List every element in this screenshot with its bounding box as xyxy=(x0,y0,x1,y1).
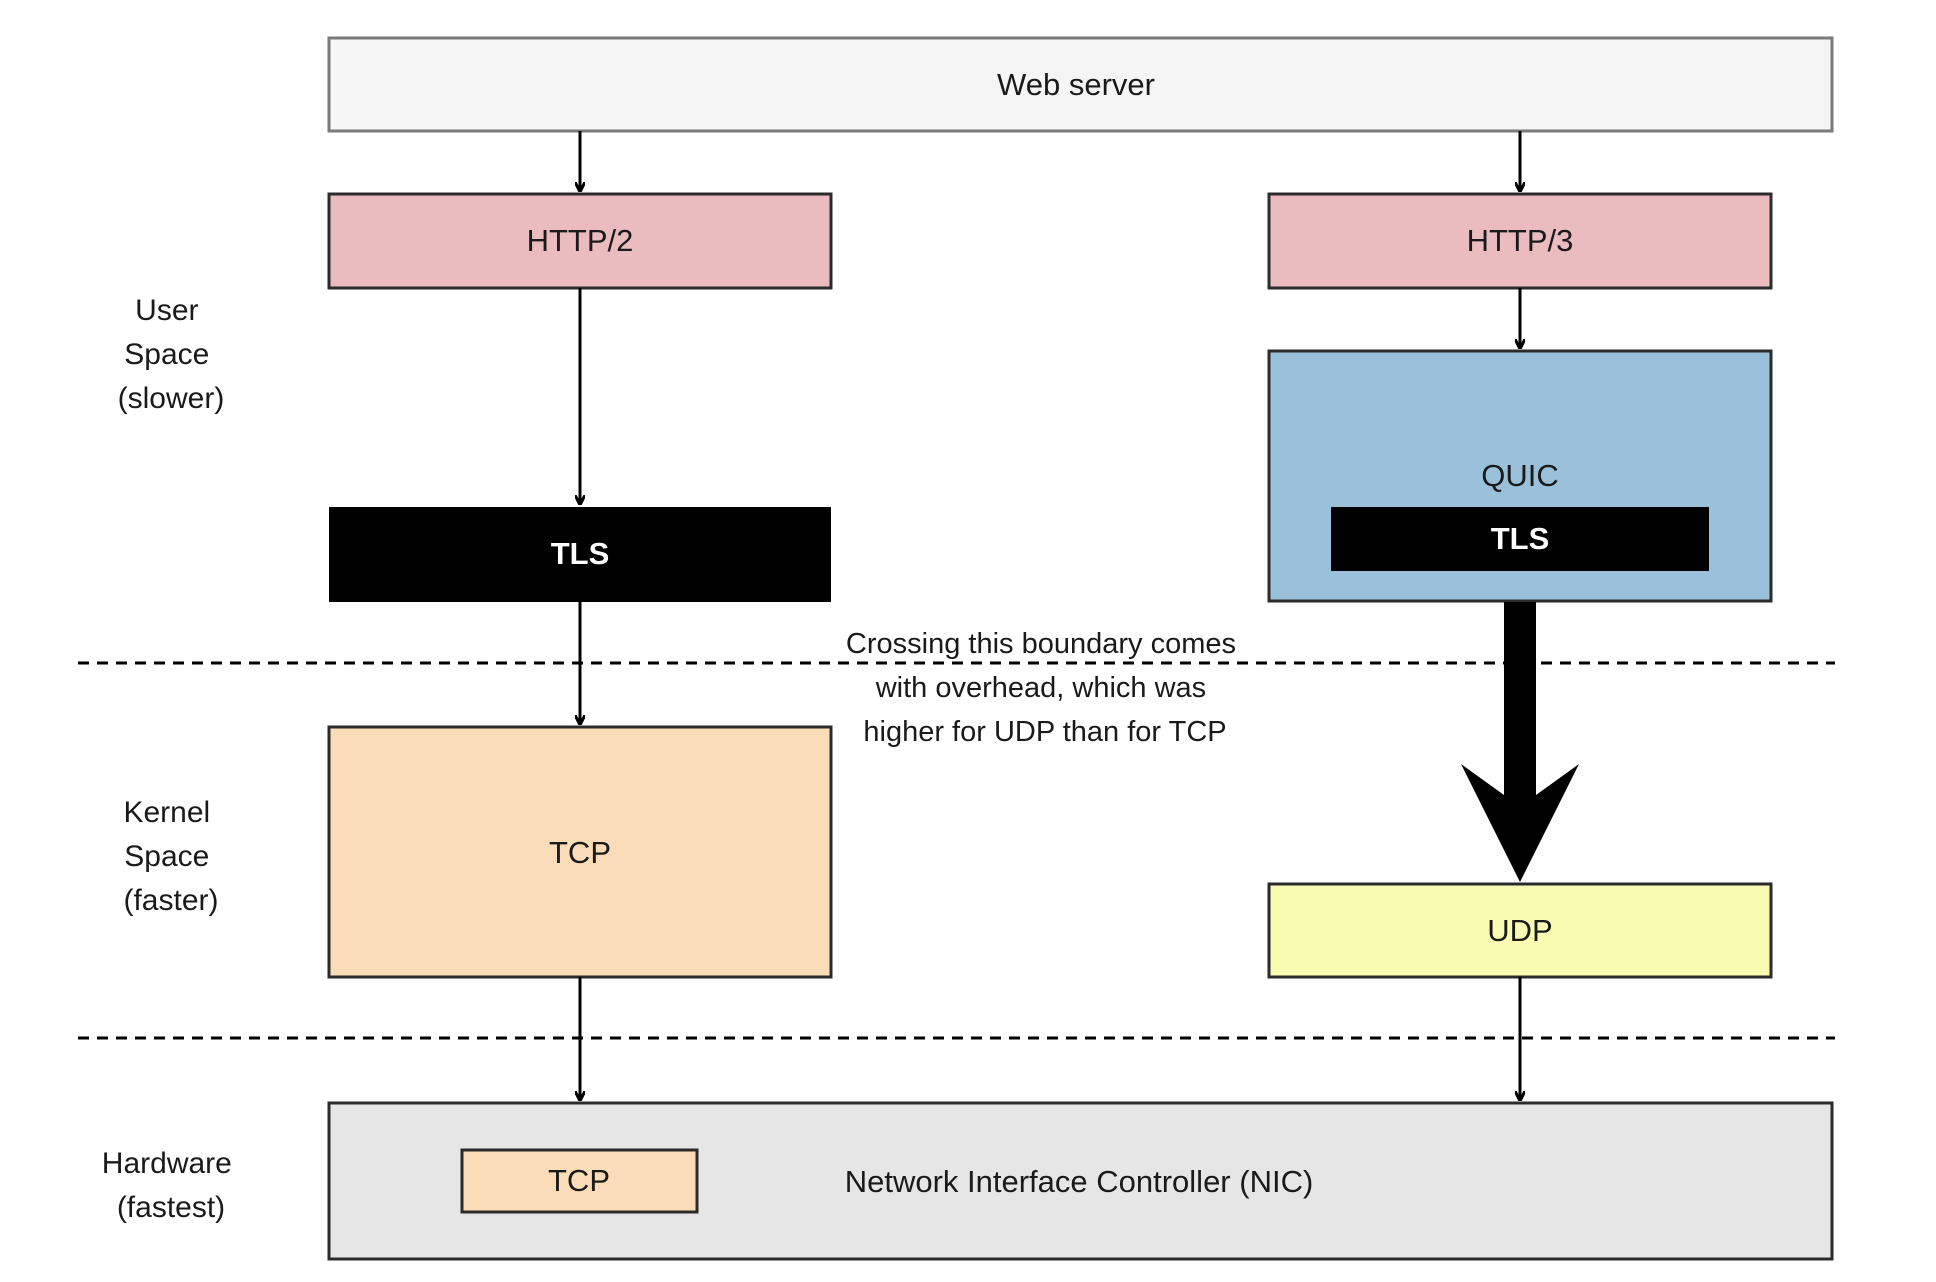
quic-label: QUIC xyxy=(1481,458,1559,493)
nic-box: Network Interface Controller (NIC) TCP xyxy=(327,1101,1834,1261)
udp-box: UDP xyxy=(1267,882,1773,979)
quic-box: QUIC TLS xyxy=(1267,349,1773,603)
thick-arrow-quic-to-udp xyxy=(1461,602,1579,882)
tls-box-left: TLS xyxy=(329,507,831,602)
tcp-box: TCP xyxy=(327,725,833,979)
http3-box: HTTP/3 xyxy=(1267,192,1773,290)
tls-box-right: TLS xyxy=(1331,507,1709,571)
boundary-overhead-note: Crossing this boundary comes with overhe… xyxy=(846,628,1244,748)
user-space-label: User Space (slower) xyxy=(118,294,225,415)
tls-right-label: TLS xyxy=(1491,521,1550,556)
http2-box: HTTP/2 xyxy=(327,192,833,290)
nic-tcp-box: TCP xyxy=(460,1148,699,1214)
hardware-label: Hardware (fastest) xyxy=(102,1147,240,1224)
tcp-label: TCP xyxy=(549,835,611,870)
nic-tcp-label: TCP xyxy=(548,1163,610,1198)
kernel-space-label: Kernel Space (faster) xyxy=(123,796,218,917)
nic-label: Network Interface Controller (NIC) xyxy=(845,1164,1314,1199)
tls-left-label: TLS xyxy=(551,536,610,571)
http2-label: HTTP/2 xyxy=(527,223,634,258)
http3-label: HTTP/3 xyxy=(1467,223,1574,258)
udp-label: UDP xyxy=(1487,913,1552,948)
web-server-label: Web server xyxy=(997,67,1155,102)
web-server-box: Web server xyxy=(327,36,1834,133)
